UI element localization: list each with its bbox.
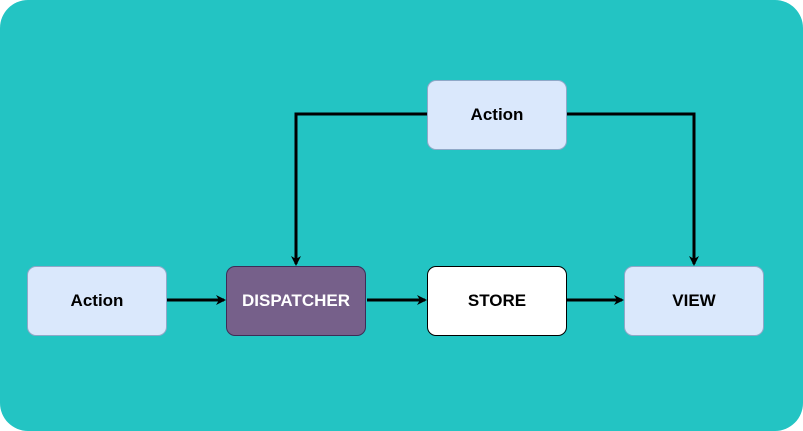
dispatcher-node-label: DISPATCHER (242, 291, 350, 310)
action-node-top: Action (427, 80, 567, 150)
edge-action-top-to-view (567, 112, 699, 266)
edge-action-top-to-dispatcher (291, 112, 427, 266)
store-node: STORE (427, 266, 567, 336)
view-node: VIEW (624, 266, 764, 336)
action-node-left: Action (27, 266, 167, 336)
view-node-label: VIEW (672, 291, 716, 310)
action-node-top-label: Action (470, 105, 524, 124)
action-node-left-label: Action (70, 291, 124, 310)
store-node-label: STORE (467, 291, 527, 310)
dispatcher-node: DISPATCHER (226, 266, 366, 336)
